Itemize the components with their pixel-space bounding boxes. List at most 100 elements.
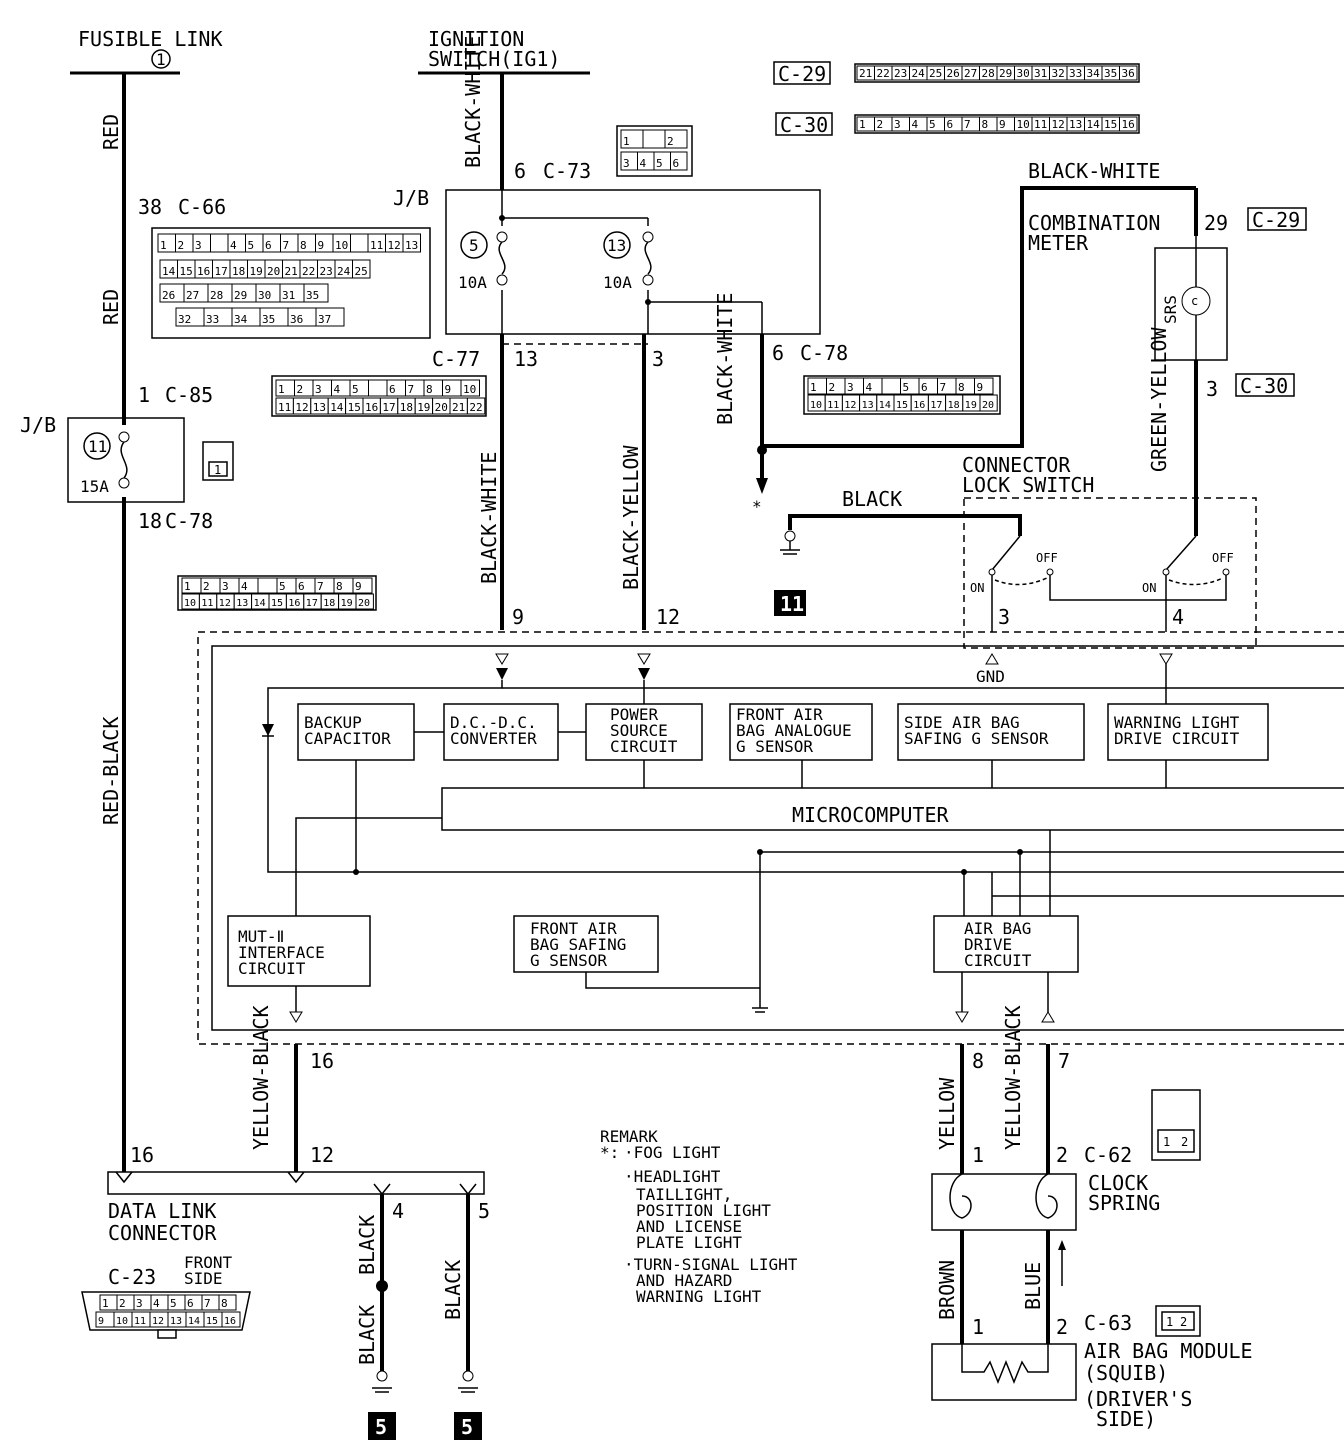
svg-text:SOURCE: SOURCE: [610, 721, 668, 740]
pin-6-c73: 6: [514, 159, 526, 183]
pin-cell-label: 4: [230, 239, 237, 252]
srs-ecu-inner: [211, 645, 1344, 1031]
pin-cell-label: 19: [965, 400, 977, 411]
jb-left-label: J/B: [20, 413, 56, 437]
pin-cell-label: 20: [982, 400, 994, 411]
pin-cell-label: 16: [197, 265, 210, 278]
clock-spring-line1: CLOCK: [1088, 1171, 1148, 1195]
pin-cell-label: 3: [894, 118, 901, 131]
pin-cell-label: 10: [463, 383, 476, 396]
svg-text:TAILLIGHT,: TAILLIGHT,: [636, 1185, 732, 1204]
pin-16-ecu: 16: [310, 1049, 334, 1073]
wire-label-yellow: YELLOW: [935, 1077, 959, 1150]
pin-cell-label: 10: [335, 239, 348, 252]
pin-cell-label: 4: [640, 157, 647, 170]
wire-label-yellow-black-clock: YELLOW-BLACK: [1001, 1006, 1025, 1151]
pin-cell-label: 12: [219, 598, 231, 609]
pin-cell-label: 13: [170, 1316, 182, 1327]
connector-c73-label: C-73: [543, 159, 591, 183]
wire-label-red-black: RED-BLACK: [99, 717, 123, 825]
pin-cell-label: 22: [302, 265, 315, 278]
pin-cell-label: 8: [221, 1297, 228, 1310]
wire-label-black-dlc5: BLACK: [441, 1260, 465, 1320]
pin-cell: [210, 233, 229, 253]
pin-1-c63: 1: [972, 1315, 984, 1339]
pin-8-ecu: 8: [972, 1049, 984, 1073]
fuse-5-icon: [496, 226, 508, 290]
pin-cell-label: 14: [188, 1316, 200, 1327]
pin-cell-label: 11: [1034, 118, 1047, 131]
pin-6-c78: 6: [772, 341, 784, 365]
pin-cell-label: 10: [810, 400, 822, 411]
ground-5b-symbol: [458, 1370, 478, 1393]
warning-light-drive-block: WARNING LIGHT DRIVE CIRCUIT: [1107, 703, 1269, 761]
pin-cell-label: 9: [98, 1316, 104, 1327]
svg-text:FRONT AIR: FRONT AIR: [736, 705, 823, 724]
pin-cell-label: 13: [236, 598, 248, 609]
pin-cell-label: 3: [222, 580, 229, 593]
svg-text:D.C.-D.C.: D.C.-D.C.: [450, 713, 537, 732]
pin-cell-label: 18: [232, 265, 245, 278]
wire-label-green-yellow: GREEN-YELLOW: [1147, 327, 1171, 472]
pin-cell-label: 11: [370, 239, 383, 252]
pin-cell-label: 22: [469, 401, 482, 414]
airbag-module-line3: (DRIVER'S: [1084, 1387, 1192, 1411]
pin-cell-label: 6: [673, 157, 680, 170]
pin-cell-label: 10: [184, 598, 196, 609]
pin-cell-label: 33: [206, 313, 219, 326]
svg-text:PLATE LIGHT: PLATE LIGHT: [636, 1233, 742, 1252]
side-safing-sensor-block: SIDE AIR BAG SAFING G SENSOR: [897, 703, 1085, 761]
ground-11-badge: 11: [780, 592, 804, 616]
svg-text:CIRCUIT: CIRCUIT: [610, 737, 678, 756]
pin-cell-label: 4: [153, 1297, 160, 1310]
combination-meter-line2: METER: [1028, 231, 1089, 255]
svg-text:c: c: [1191, 294, 1198, 308]
clock-spring-box: [931, 1173, 1077, 1231]
connector-c77-label: C-77: [432, 347, 480, 371]
pin-cell-label: 36: [290, 313, 303, 326]
wire-label-black-dlc4-lower: BLACK: [355, 1305, 379, 1365]
connector-c85-face: 1: [202, 441, 234, 481]
pin-cell-label: 12: [152, 1316, 164, 1327]
pin-cell-label: 6: [298, 580, 305, 593]
pin-cell-label: 3: [136, 1297, 143, 1310]
pin-cell-label: 25: [355, 265, 368, 278]
wire-label-brown: BROWN: [935, 1260, 959, 1320]
pin-cell-label: 5: [279, 580, 286, 593]
svg-text:AIR BAG: AIR BAG: [964, 919, 1031, 938]
pin-cell-label: 17: [382, 401, 395, 414]
pin-cell-label: 37: [318, 313, 331, 326]
pin-cell-label: 1: [810, 381, 817, 394]
pin-5-dlc: 5: [478, 1199, 490, 1223]
pin-cell-label: 16: [1122, 118, 1135, 131]
pin-cell-label: 1: [623, 135, 630, 148]
pin-cell-label: 7: [964, 118, 971, 131]
connector-c66-label: C-66: [178, 195, 226, 219]
pin-cell-label: 5: [903, 381, 910, 394]
svg-text:·FOG LIGHT: ·FOG LIGHT: [624, 1143, 721, 1162]
pin-cell-label: 14: [330, 401, 344, 414]
backup-capacitor-block: BACKUP CAPACITOR: [297, 703, 415, 761]
pin-cell-label: 11: [827, 400, 839, 411]
pin-cell-label: 21: [859, 67, 872, 80]
pin-cell-label: 12: [1052, 118, 1065, 131]
pin-cell-label: 8: [336, 580, 343, 593]
pin-38: 38: [138, 195, 162, 219]
airbag-drive-block: AIR BAG DRIVE CIRCUIT: [933, 915, 1079, 973]
pin-cell-label: 2: [119, 1297, 126, 1310]
gnd-label: GND: [976, 667, 1005, 686]
fusible-link-number: 1: [156, 50, 166, 69]
srs-warning-box: [1154, 247, 1228, 361]
pin-cell-label: 33: [1069, 67, 1082, 80]
pin-cell-label: 11: [134, 1316, 146, 1327]
pin-cell-label: 26: [947, 67, 960, 80]
pin-cell-label: 2: [178, 239, 185, 252]
pin-cell-label: 15: [180, 265, 193, 278]
pin-cell-label: 3: [847, 381, 854, 394]
svg-text:2: 2: [1180, 1315, 1187, 1329]
front-side-line1: FRONT: [184, 1253, 233, 1272]
mut-interface-block: MUT-Ⅱ INTERFACE CIRCUIT: [227, 915, 371, 987]
